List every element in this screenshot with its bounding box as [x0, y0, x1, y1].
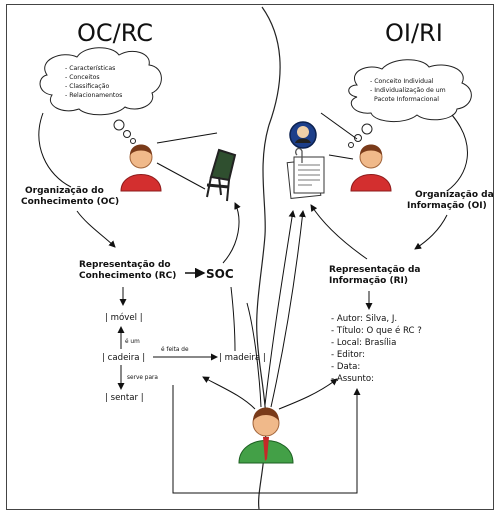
oi-label: Informação (OI)	[407, 201, 487, 211]
ri-label: Informação (RI)	[329, 276, 408, 286]
soc-label: SOC	[206, 267, 234, 281]
connector-line	[230, 286, 236, 352]
left-cloud-item: - Conceitos	[65, 74, 100, 81]
rc-label: Conhecimento (RC)	[79, 271, 176, 281]
title-oc-rc: OC/RC	[77, 19, 153, 47]
left-cloud-item: - Classificação	[65, 83, 109, 90]
oc-label: Conhecimento (OC)	[21, 197, 119, 207]
connector-line	[320, 112, 358, 140]
left-cloud-item: - Características	[65, 64, 115, 72]
term-sentar: | sentar |	[105, 393, 144, 403]
connector-line	[38, 112, 72, 188]
chair-icon	[206, 148, 237, 202]
connector-line	[446, 114, 468, 192]
connector-line	[172, 385, 361, 494]
term-madeira: | madeira |	[219, 353, 266, 363]
connector-line	[156, 132, 218, 144]
relation-serve-para: serve para	[127, 375, 158, 381]
relation-e-um: é um	[125, 338, 140, 345]
relation-e-feita-de: é feita de	[161, 346, 189, 353]
record-field: - Assunto:	[331, 374, 374, 384]
term-cadeira: | cadeira |	[102, 353, 145, 363]
arrow	[270, 210, 306, 408]
user-icon	[238, 407, 294, 464]
left-cloud-item: - Relacionamentos	[65, 92, 122, 99]
connector-line	[246, 302, 262, 408]
right-person-icon	[350, 144, 392, 192]
term-movel: | móvel |	[105, 312, 143, 323]
connector-line	[156, 162, 206, 190]
right-cloud-item: Pacote Informacional	[374, 96, 439, 103]
arrow	[414, 214, 448, 250]
arrow	[202, 376, 256, 410]
record-field: - Editor:	[331, 350, 365, 360]
diagram-frame: OC/RC OI/RI - Características - Conceito…	[6, 4, 494, 510]
right-cloud-item: - Individualização de um	[370, 87, 446, 94]
arrow	[264, 210, 296, 406]
right-cloud-item: - Conceito Individual	[370, 78, 434, 85]
arrow	[278, 378, 338, 410]
oi-label: Organização da	[415, 190, 493, 200]
rc-label: Representação do	[79, 260, 171, 270]
knowledge-organization-diagram: OC/RC OI/RI - Características - Conceito…	[21, 6, 494, 510]
title-oi-ri: OI/RI	[385, 19, 443, 47]
portrait-icon	[289, 121, 317, 149]
record-field: - Título: O que é RC ?	[331, 325, 422, 336]
documents-icon	[286, 147, 325, 200]
connector-line	[328, 154, 354, 160]
record-field: - Local: Brasília	[331, 338, 396, 348]
arrow	[222, 202, 241, 264]
ri-label: Representação da	[329, 265, 421, 275]
left-person-icon	[120, 144, 162, 192]
record-field: - Autor: Silva, J.	[331, 314, 397, 324]
arrow	[310, 204, 368, 260]
arrow	[76, 210, 116, 248]
right-thought-cloud: - Conceito Individual - Individualização…	[348, 59, 472, 148]
left-thought-cloud: - Características - Conceitos - Classifi…	[39, 47, 162, 144]
record-field: - Data:	[331, 362, 360, 372]
oc-label: Organização do	[25, 186, 104, 196]
